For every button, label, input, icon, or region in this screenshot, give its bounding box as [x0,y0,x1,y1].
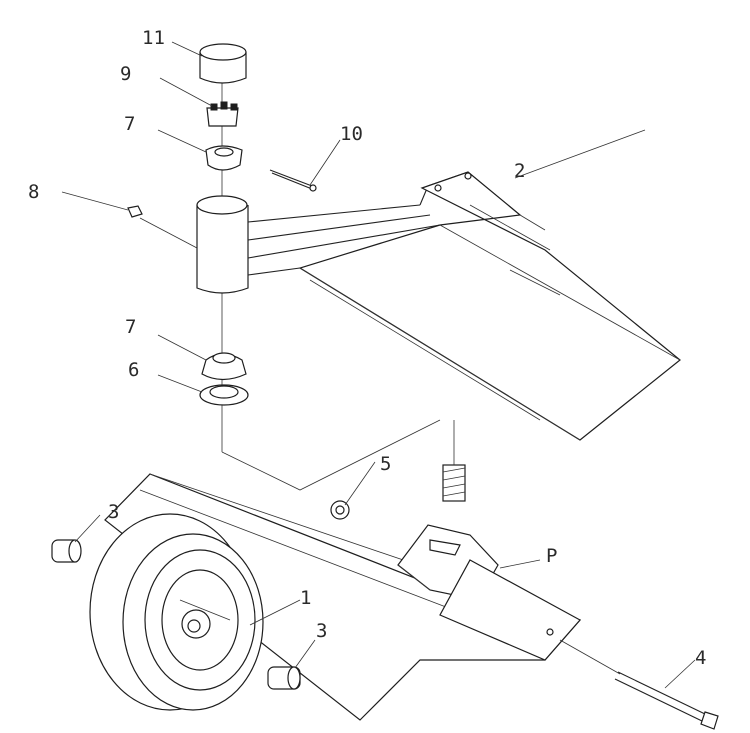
frame-arm [247,171,681,441]
bearing-part-7-lower [201,352,247,381]
callout-7-lower: 7 [125,316,136,338]
callout-8: 8 [28,181,39,203]
callout-11: 11 [142,27,165,49]
callout-6: 6 [128,359,139,381]
callout-4: 4 [695,647,706,669]
bearing-part-7-upper [205,145,243,171]
fork-outline-top [221,419,441,491]
callout-labels: 11 9 7 10 8 2 7 6 5 3 P 1 3 4 [28,27,706,669]
grease-fitting-part-8 [127,205,143,218]
castle-nut-part-9 [206,101,239,127]
cotter-pin-part-10 [269,169,317,192]
callout-1: 1 [300,587,311,609]
washer-part-5 [330,500,350,520]
spacer-part-3-left [51,539,82,563]
callout-P: P [546,545,557,567]
pivot-tube [196,195,249,294]
leader-lines [61,41,696,689]
callout-9: 9 [120,63,131,85]
callout-2: 2 [514,160,525,182]
callout-3-right: 3 [316,620,327,642]
callout-7-upper: 7 [124,113,135,135]
seal-part-6 [199,384,249,406]
wheel [89,513,264,711]
callout-3-left: 3 [108,501,119,523]
callout-10: 10 [340,123,363,145]
spacer-part-3-right [267,666,301,690]
callout-5: 5 [380,453,391,475]
cap-part-11 [199,43,247,84]
axle-bolt-part-4 [559,639,719,730]
mounting-plate [439,559,581,661]
spring [442,420,466,502]
